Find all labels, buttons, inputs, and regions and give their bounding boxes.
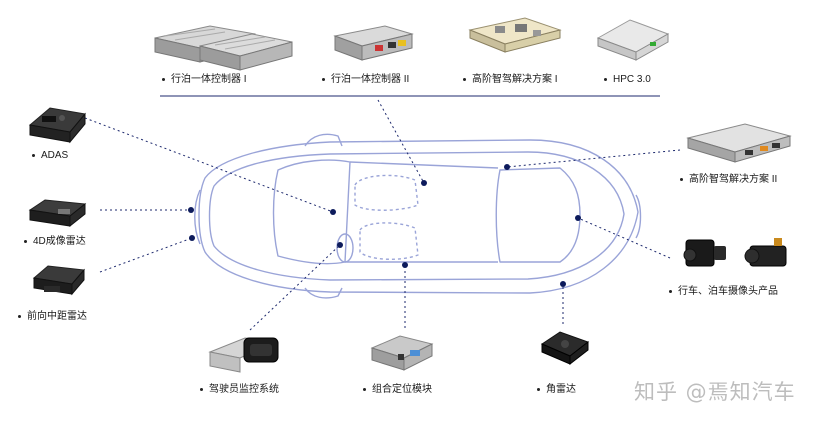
bullet-icon	[680, 177, 683, 181]
label-dms: 驾驶员监控系统	[200, 384, 279, 396]
roof-line	[349, 161, 499, 169]
positioning-module-icon	[370, 335, 434, 371]
bullet-icon	[363, 387, 366, 391]
label-controller-1: 行泊一体控制器 I	[162, 74, 247, 86]
line-dms	[249, 244, 341, 331]
front-bumper	[194, 189, 201, 245]
side-mirror-right	[304, 287, 343, 299]
bullet-icon	[604, 77, 607, 81]
label-solution-1: 高阶智驾解决方案 I	[463, 74, 558, 86]
label-text: 行泊一体控制器 II	[331, 74, 410, 85]
dual-controller-box-icon	[154, 25, 293, 71]
car-outline	[194, 133, 642, 299]
steering-wheel	[336, 233, 354, 263]
controller-box-icon	[333, 25, 414, 61]
bullet-icon	[32, 153, 35, 157]
line-camera	[577, 217, 671, 259]
rear-bumper	[635, 194, 642, 239]
bullet-icon	[463, 77, 466, 81]
driver-monitor-camera-icon	[208, 337, 279, 373]
line-controller-2	[377, 99, 425, 184]
label-controller-2: 行泊一体控制器 II	[322, 74, 409, 86]
front-camera-module-icon	[28, 107, 86, 144]
label-mid-radar: 前向中距雷达	[18, 311, 87, 323]
label-solution-2: 高阶智驾解决方案 II	[680, 174, 777, 186]
hpc-unit-icon	[596, 19, 670, 61]
circuit-board-icon	[468, 17, 562, 53]
label-adas: ADAS	[32, 150, 68, 162]
windshield	[272, 159, 351, 265]
camera-pair-icon	[683, 238, 787, 267]
label-hpc: HPC 3.0	[604, 74, 651, 86]
domain-controller-icon	[686, 123, 792, 163]
marker-adas	[330, 209, 336, 215]
label-text: 行车、泊车摄像头产品	[678, 286, 778, 297]
label-corner-radar: 角雷达	[537, 384, 576, 396]
side-mirror-left	[304, 133, 343, 147]
label-camera-products: 行车、泊车摄像头产品	[669, 286, 778, 298]
bullet-icon	[200, 387, 203, 391]
label-text: 高阶智驾解决方案 I	[472, 74, 558, 85]
label-text: 角雷达	[546, 384, 576, 395]
line-solution-2	[506, 149, 681, 168]
marker-positioning	[402, 262, 408, 268]
bullet-icon	[322, 77, 325, 81]
label-4d-radar: 4D成像雷达	[24, 236, 86, 248]
line-mid-radar	[99, 237, 193, 273]
label-text: HPC 3.0	[613, 74, 651, 85]
bullet-icon	[24, 239, 27, 243]
marker-controller-2	[421, 180, 427, 186]
label-text: 行泊一体控制器 I	[171, 74, 247, 85]
marker-solution-2	[504, 164, 510, 170]
watermark: 知乎 @焉知汽车	[634, 380, 796, 404]
imaging-radar-icon	[28, 199, 87, 228]
car-inner-body	[208, 151, 625, 281]
label-text: 驾驶员监控系统	[209, 384, 279, 395]
line-adas	[84, 117, 334, 213]
marker-dms	[337, 242, 343, 248]
bullet-icon	[18, 314, 21, 318]
seat-rear	[359, 222, 419, 260]
marker-mid-radar	[189, 235, 195, 241]
seat-front	[354, 174, 419, 211]
label-text: 高阶智驾解决方案 II	[689, 174, 778, 185]
marker-camera	[575, 215, 581, 221]
mid-range-radar-icon	[32, 265, 85, 296]
label-positioning: 组合定位模块	[363, 384, 432, 396]
car-body	[198, 139, 639, 294]
label-text: 组合定位模块	[372, 384, 432, 395]
bullet-icon	[669, 289, 672, 293]
label-text: 前向中距雷达	[27, 311, 87, 322]
marker-4d-radar	[188, 207, 194, 213]
corner-radar-icon	[540, 331, 590, 366]
label-text: ADAS	[41, 150, 69, 161]
connection-markers	[188, 164, 581, 287]
marker-corner-radar	[560, 281, 566, 287]
bullet-icon	[537, 387, 540, 391]
leader-lines	[84, 99, 681, 331]
label-text: 4D成像雷达	[33, 236, 86, 247]
rear-window	[495, 167, 581, 263]
bullet-icon	[162, 77, 165, 81]
